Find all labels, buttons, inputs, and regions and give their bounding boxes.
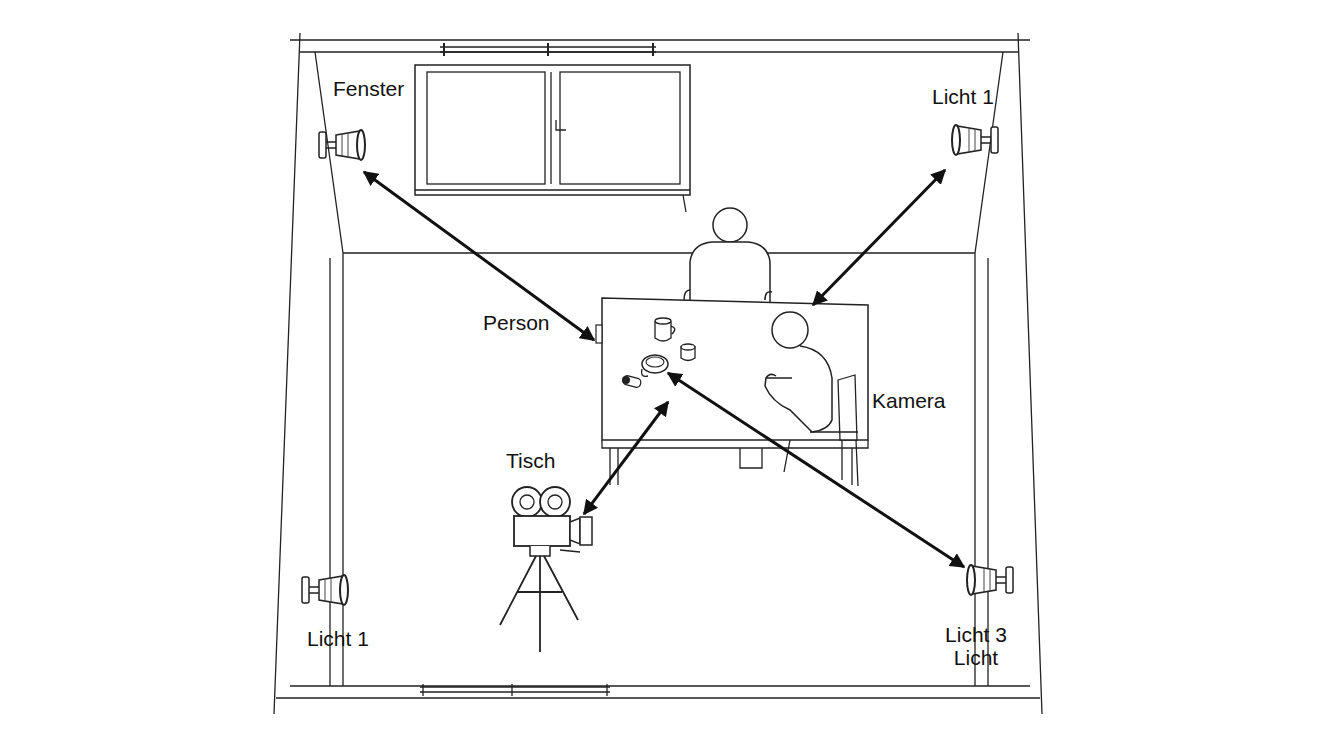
mug-handle [642, 369, 648, 376]
window-pane [560, 72, 680, 184]
mug [642, 355, 668, 373]
lamp [302, 575, 348, 605]
room-label: Licht 1 [932, 85, 994, 108]
camera-body [514, 516, 570, 546]
room-label: Licht 3 Licht [936, 623, 1016, 669]
person-head [772, 312, 808, 348]
cup [655, 322, 675, 341]
cup-rim [655, 318, 671, 324]
lamp [319, 130, 365, 160]
camera-reel-hub [548, 495, 562, 509]
light-direction-arrow [364, 172, 594, 340]
camera-reel-hub [520, 495, 534, 509]
room-label: Tisch [506, 449, 555, 472]
person-body [690, 242, 770, 302]
pen-cap [622, 376, 630, 384]
pen [622, 375, 642, 388]
room-label: Licht 1 [307, 627, 369, 650]
glass-rim [681, 344, 695, 350]
room-label: Person [483, 311, 550, 334]
camera-lens [580, 517, 592, 545]
curtain-rod-ring [444, 43, 653, 56]
lamp [967, 565, 1013, 595]
camera-direction-arrow [584, 402, 668, 514]
person-head [713, 208, 747, 242]
tripod-head [530, 546, 580, 556]
person-hands [684, 290, 772, 300]
room-label: Fenster [333, 77, 404, 100]
curtain-rod [420, 684, 610, 696]
camera-lens-mount [570, 518, 580, 544]
person-body [765, 346, 832, 432]
camera-reel [540, 487, 570, 517]
room-label: Kamera [872, 389, 946, 412]
room-wall [274, 33, 1042, 714]
tripod-leg [500, 556, 578, 652]
camera-reel [512, 487, 542, 517]
mug-inner [646, 357, 664, 367]
lamp [952, 125, 998, 155]
window-frame [415, 65, 690, 195]
window-pane [427, 72, 545, 184]
table-edge [596, 325, 602, 343]
window-detail [415, 72, 690, 212]
light-direction-arrow [668, 373, 964, 567]
light-direction-arrow [813, 170, 945, 305]
